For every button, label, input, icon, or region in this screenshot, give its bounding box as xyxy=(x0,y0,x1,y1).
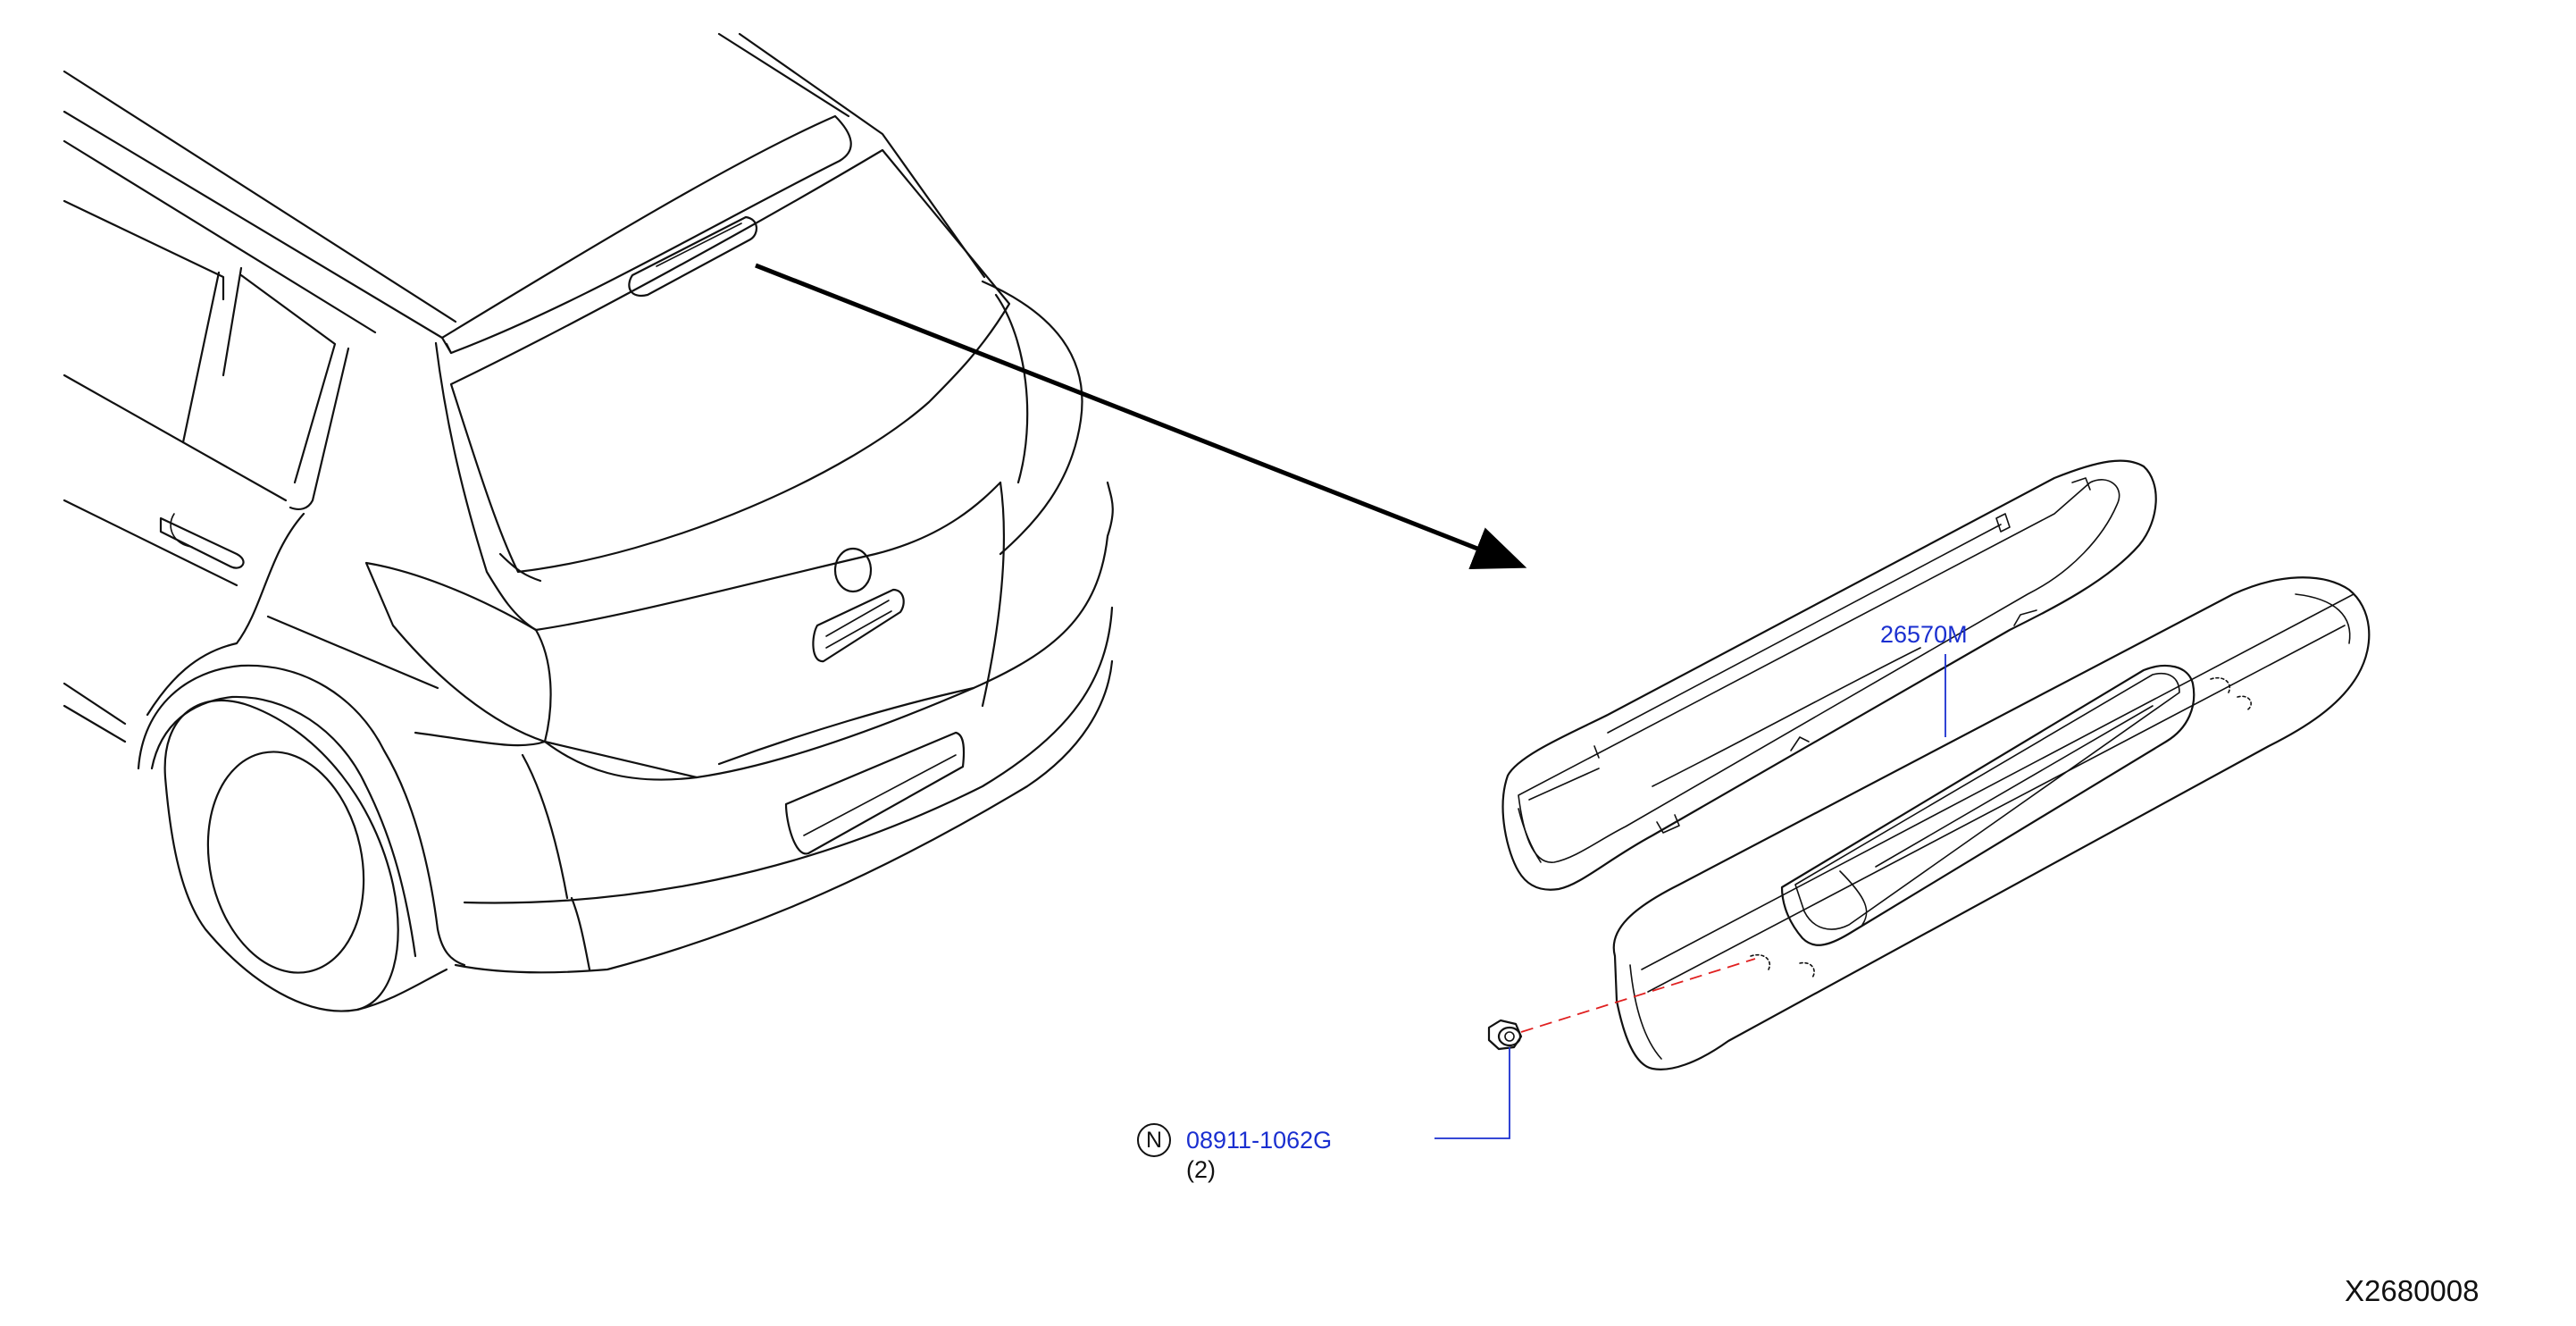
n-circle-icon: N xyxy=(1137,1123,1171,1157)
arrow-icon xyxy=(755,263,1527,570)
diagram-id: X2680008 xyxy=(2345,1274,2480,1307)
vehicle-rear-illustration xyxy=(63,32,1114,1012)
lock-nut xyxy=(1487,1019,1523,1051)
part-number-08911-1062g[interactable]: 08911-1062G xyxy=(1186,1127,1333,1154)
lamp-gasket xyxy=(1501,459,2157,891)
stop-lamp-housing xyxy=(1612,576,2371,1070)
part-number-26570m[interactable]: 26570M xyxy=(1880,621,1968,648)
assembly-line xyxy=(1520,958,1756,1033)
leader-08911-1062g xyxy=(1434,1047,1510,1139)
quantity-label: (2) xyxy=(1186,1156,1216,1183)
